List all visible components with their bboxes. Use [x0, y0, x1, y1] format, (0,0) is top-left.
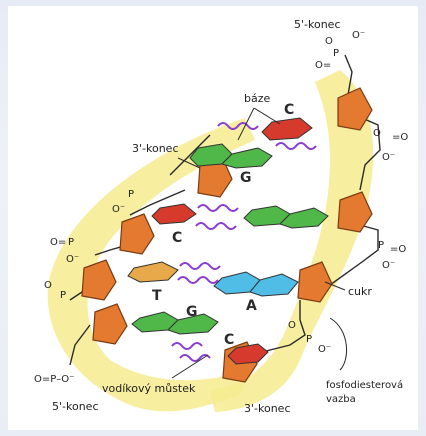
svg-text:O⁻: O⁻ — [112, 204, 125, 215]
label-cukr: cukr — [348, 285, 372, 298]
label-fosfodiester-2: vazba — [326, 394, 356, 405]
svg-text:O⁻: O⁻ — [318, 344, 331, 355]
hbond-5 — [180, 263, 220, 269]
label-vodikovy-mustek: vodíkový můstek — [102, 382, 196, 395]
svg-text:O⁻: O⁻ — [352, 30, 365, 41]
label-3-prime-bottom: 3'-konec — [244, 402, 291, 415]
base-letter-c-mid: C — [172, 230, 182, 246]
svg-text:=O: =O — [390, 244, 406, 255]
label-3-prime-left: 3'-konec — [132, 142, 179, 155]
base-letter-g-top: G — [240, 170, 252, 186]
svg-text:O=: O= — [315, 60, 331, 71]
svg-text:O: O — [44, 280, 52, 291]
svg-text:O⁻: O⁻ — [66, 254, 79, 265]
label-5-prime-bottom: 5'-konec — [52, 400, 99, 413]
svg-text:P: P — [60, 290, 66, 301]
hbond-6 — [178, 277, 218, 283]
hbond-3 — [198, 205, 238, 211]
svg-text:O⁻: O⁻ — [382, 152, 395, 163]
svg-text:O: O — [325, 36, 333, 47]
base-c-top — [262, 118, 312, 140]
base-t — [128, 262, 178, 282]
svg-text:P: P — [306, 334, 312, 345]
sugar-8 — [93, 304, 127, 344]
base-letter-g-low: G — [186, 304, 198, 320]
label-fosfodiester-1: fosfodiesterová — [326, 379, 403, 391]
label-baze: báze — [244, 92, 270, 105]
base-letter-c-low: C — [224, 332, 234, 348]
svg-text:O⁻: O⁻ — [382, 260, 395, 271]
base-c-mid — [152, 204, 196, 224]
hbond-4 — [196, 223, 236, 229]
svg-text:=O: =O — [392, 132, 408, 143]
hbond-8 — [180, 355, 210, 361]
base-letter-t: T — [152, 288, 162, 304]
svg-text:P: P — [68, 237, 74, 248]
svg-text:P: P — [333, 48, 339, 59]
phosphate-bottom-left: O=P–O⁻ — [34, 374, 74, 385]
base-letter-a: A — [246, 298, 257, 314]
base-a-ring2 — [250, 274, 298, 296]
label-5-prime-top: 5'-konec — [294, 18, 341, 31]
base-g-mid-ring2 — [280, 208, 328, 228]
svg-text:P: P — [378, 240, 384, 251]
svg-text:O: O — [288, 320, 296, 331]
hbond-7 — [172, 343, 202, 349]
svg-text:O: O — [373, 128, 381, 139]
svg-text:P: P — [128, 189, 134, 200]
svg-text:O=: O= — [50, 237, 66, 248]
base-letter-c-top: C — [284, 102, 294, 118]
hbond-2 — [276, 143, 316, 149]
